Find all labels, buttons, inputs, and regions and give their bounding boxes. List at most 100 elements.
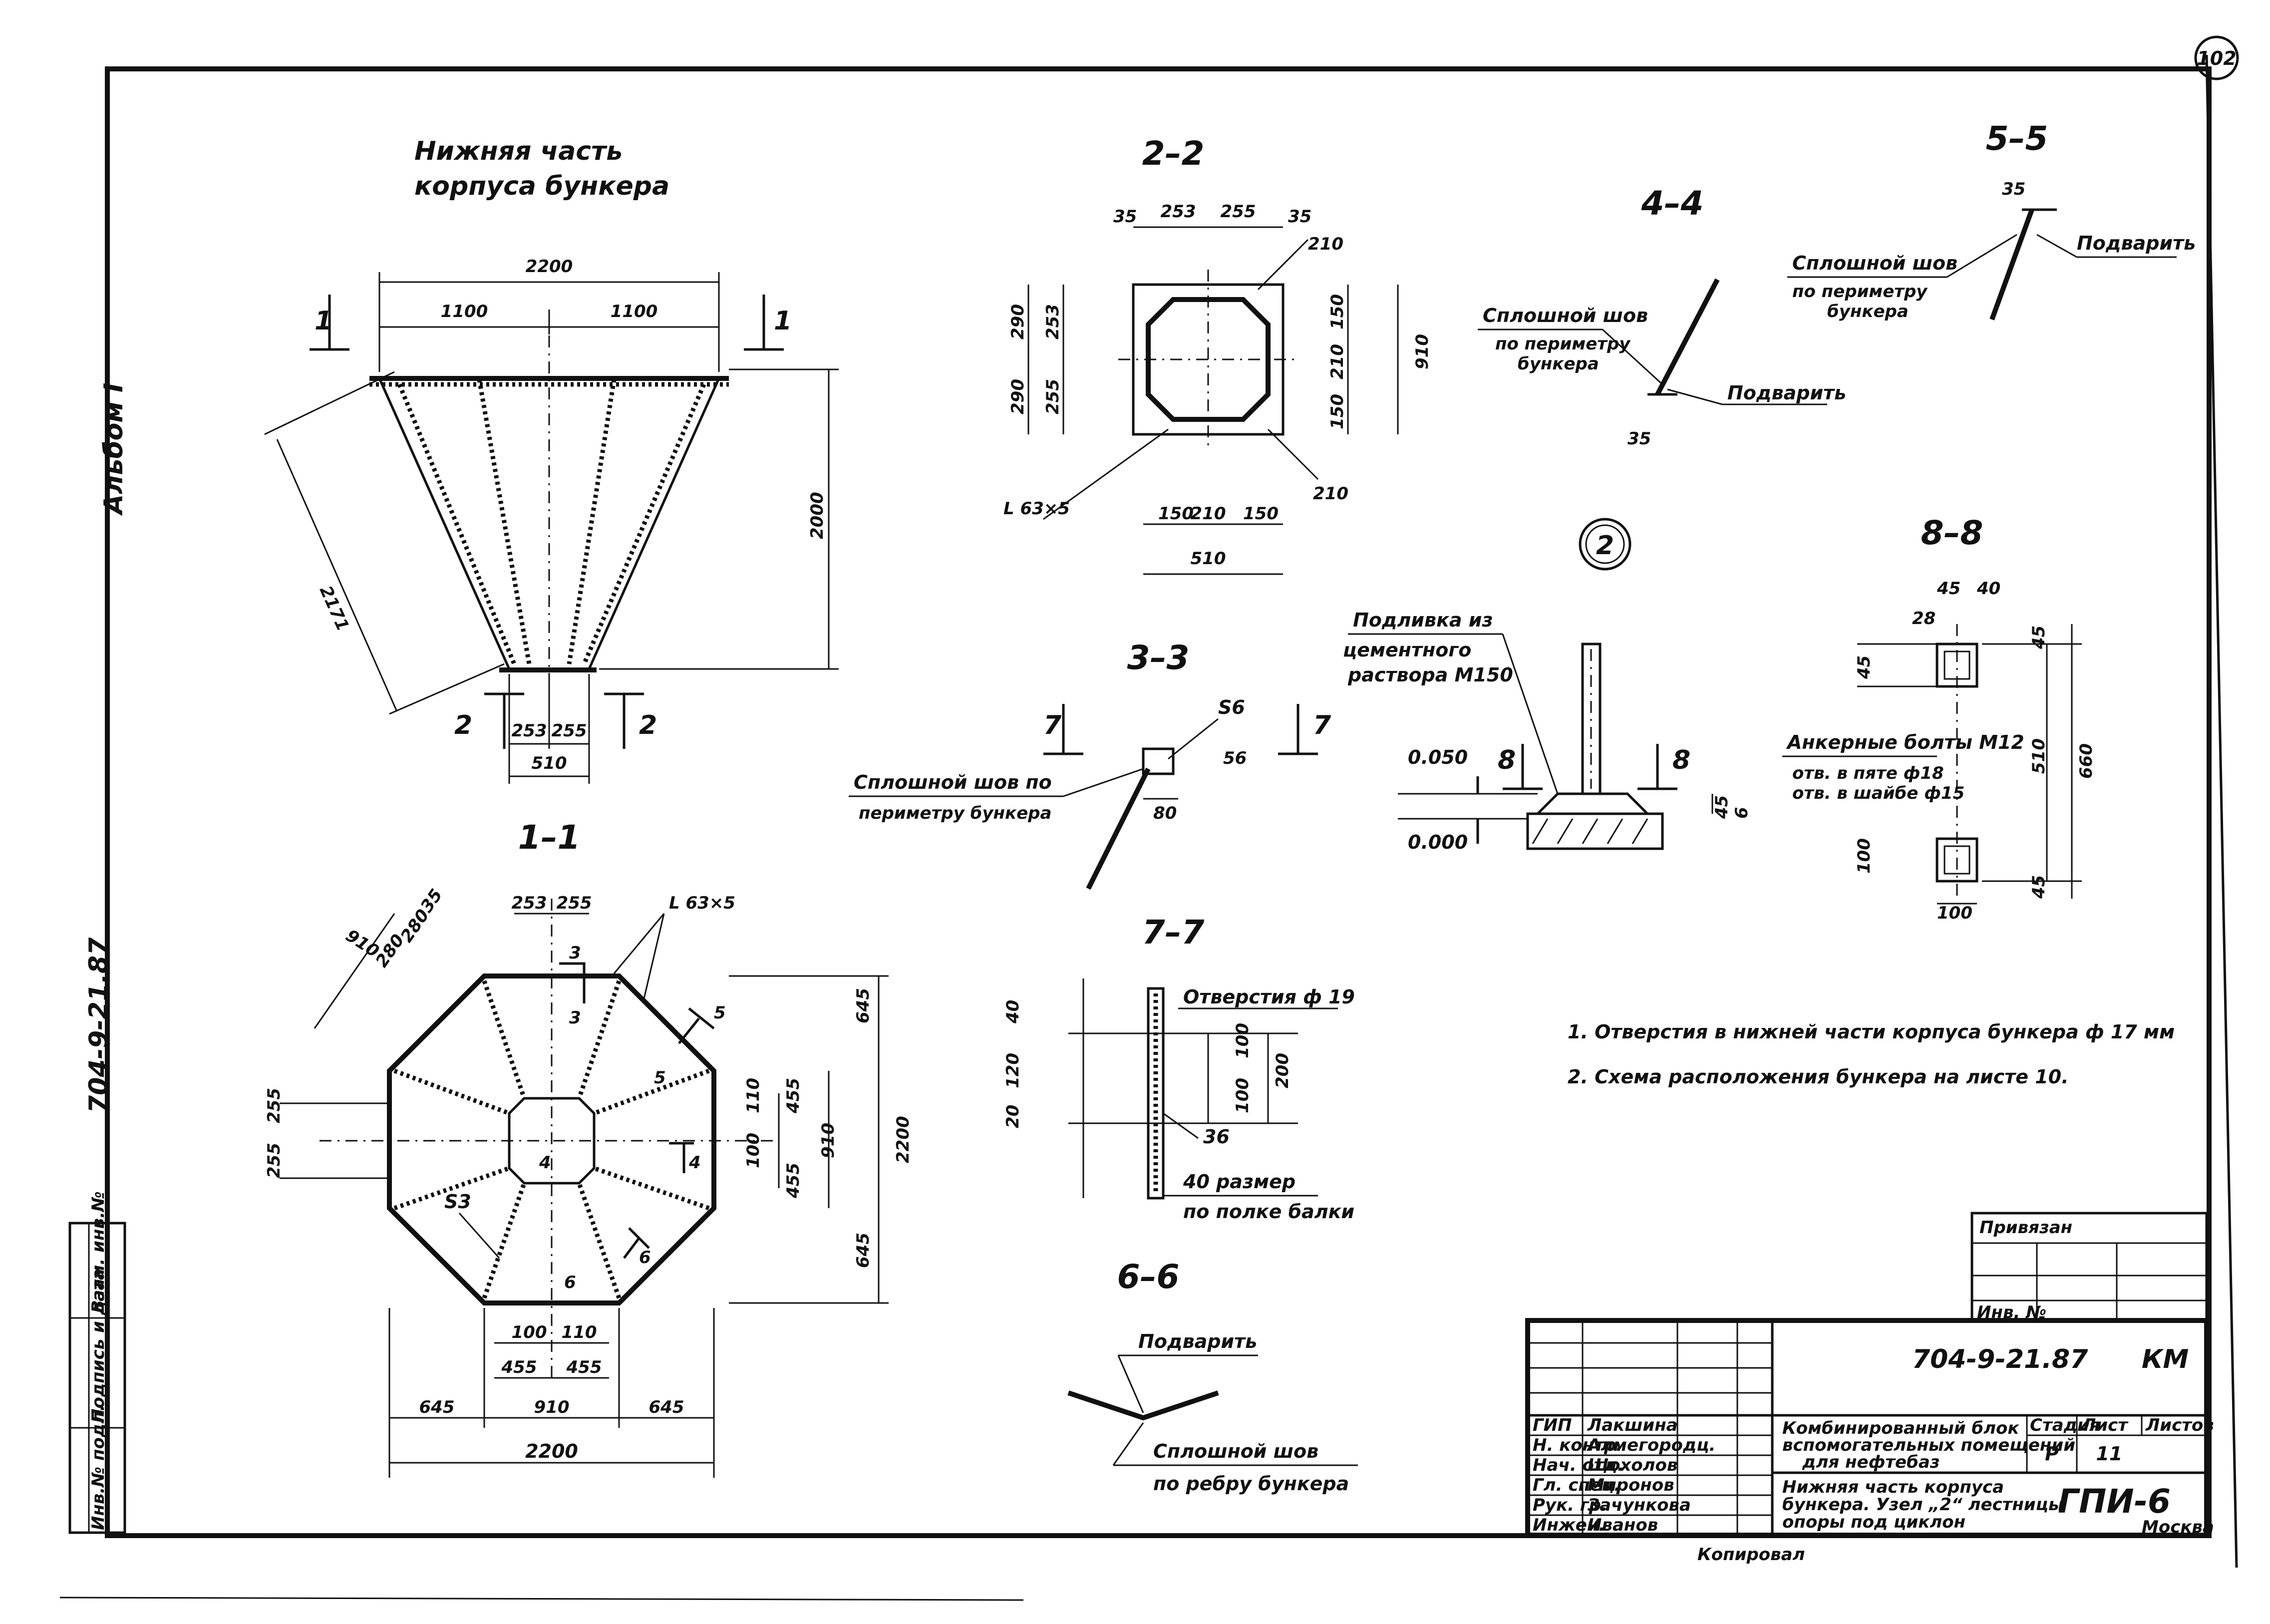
weld-33-line2: периметру бункера bbox=[859, 803, 1051, 823]
weld-s6: S6 bbox=[1218, 696, 1245, 718]
weld-44-line1: Сплошной шов bbox=[1483, 305, 1648, 326]
note-2: 2. Схема расположения бункера на листе 1… bbox=[1568, 1066, 2069, 1088]
dim-22-150-bottom: 150 bbox=[1327, 394, 1347, 429]
dim-11-253: 253 bbox=[512, 893, 547, 913]
stamp-name-6: Иванов bbox=[1588, 1515, 1658, 1535]
section-8-8: 8–8 45 40 28 510 660 45 45 45 100 100 Ан… bbox=[1782, 514, 2096, 923]
album-label: Альбом I bbox=[99, 383, 129, 516]
weld-55-line3: бункера bbox=[1827, 302, 1909, 322]
stamp-project-1: Комбинированный блок bbox=[1782, 1418, 2019, 1438]
anchor-line3: отв. в шайбе ф15 bbox=[1792, 783, 1964, 803]
dim-44-35: 35 bbox=[1627, 429, 1651, 449]
dim-88-100-bot: 100 bbox=[1937, 903, 1972, 923]
stamp-project-3: для нефтебаз bbox=[1802, 1452, 1940, 1472]
stamp-stage-header: Стадия bbox=[2030, 1415, 2100, 1435]
dim-22-210-b: 210 bbox=[1191, 504, 1226, 524]
dim-11-645-bl: 645 bbox=[419, 1397, 455, 1417]
main-title-line1: Нижняя часть bbox=[414, 136, 623, 166]
cut-7-right: 7 bbox=[1313, 710, 1331, 740]
dim-11-255: 255 bbox=[557, 893, 592, 913]
dim-22-35-left: 35 bbox=[1113, 207, 1137, 227]
weld-44-line2: по периметру bbox=[1495, 334, 1631, 354]
stamp-doc-code: 704-9-21.87 bbox=[1912, 1344, 2088, 1374]
dim-slant-2171: 2171 bbox=[316, 583, 353, 634]
section-4-4: 4–4 Сплошной шов по периметру бункера По… bbox=[1478, 184, 1846, 449]
dim-bottom-255: 255 bbox=[552, 721, 587, 741]
grout-line3: раствора М150 bbox=[1347, 664, 1513, 686]
section-6-6: 6–6 Подварить Сплошной шов по ребру бунк… bbox=[1067, 1258, 1358, 1495]
dim-top-1100-right: 1100 bbox=[611, 302, 658, 322]
plan-outlet bbox=[508, 1097, 596, 1185]
angle-label-22: L 63×5 bbox=[1003, 499, 1070, 519]
node-2-circle bbox=[1579, 518, 1631, 571]
stamp-drawing-3: опоры под циклон bbox=[1782, 1512, 1965, 1532]
stamp-city: Москва bbox=[2142, 1517, 2214, 1537]
side-col-3: Инв.№ подл. bbox=[88, 1405, 108, 1530]
cut-6-r: 6 bbox=[639, 1248, 651, 1268]
anchor-line2: отв. в пяте ф18 bbox=[1792, 763, 1944, 783]
dim-11-110-b: 110 bbox=[562, 1322, 597, 1342]
dim-11-2200-r: 2200 bbox=[893, 1116, 913, 1163]
stamp-role-5: Рук. гр. bbox=[1533, 1495, 1608, 1515]
cut-7-left: 7 bbox=[1043, 710, 1062, 740]
hopper-elevation: Нижняя часть корпуса бункера 2200 1100 1… bbox=[264, 136, 839, 784]
dim-11-100-b: 100 bbox=[512, 1322, 547, 1342]
stamp-sheet-header: Лист bbox=[2081, 1415, 2129, 1435]
side-col-2: Подпись и дата bbox=[88, 1269, 108, 1423]
dim-22-150-br: 150 bbox=[1243, 504, 1279, 524]
dim-bottom-253: 253 bbox=[512, 721, 547, 741]
outer-edge-bottom bbox=[59, 1597, 1024, 1601]
dim-88-660: 660 bbox=[2076, 743, 2096, 779]
dim-22-255-side: 255 bbox=[1043, 379, 1063, 414]
dim-22-150-bl: 150 bbox=[1158, 504, 1194, 524]
weld-33-line1: Сплошной шов по bbox=[854, 771, 1052, 793]
stamp-drawing-2: бункера. Узел „2“ лестницы bbox=[1782, 1495, 2064, 1515]
grout-line1: Подливка из bbox=[1353, 609, 1493, 631]
elev-000: 0.000 bbox=[1408, 831, 1468, 853]
cut-3-top: 3 bbox=[569, 943, 581, 963]
size-note-1: 40 размер bbox=[1183, 1171, 1296, 1193]
outer-edge-right bbox=[2205, 54, 2238, 1568]
section-3-3: 3–3 7 7 S6 56 80 Сплошной шов по перимет… bbox=[849, 639, 1331, 890]
dim-bottom-510: 510 bbox=[532, 753, 567, 773]
hole-19: Отверстия ф 19 bbox=[1183, 986, 1355, 1008]
dim-22-290-bottom: 290 bbox=[1008, 379, 1028, 414]
stamp-name-1: Лакшина bbox=[1587, 1415, 1678, 1435]
dim-22-35-right: 35 bbox=[1288, 207, 1311, 227]
stamp-privyazan: Привязан bbox=[1979, 1218, 2072, 1238]
stamp-role-6: Инжен. bbox=[1533, 1515, 1605, 1535]
note-1: 1. Отверстия в нижней части корпуса бунк… bbox=[1568, 1021, 2175, 1043]
dim-55-35: 35 bbox=[2002, 179, 2025, 199]
size-note-2: по полке балки bbox=[1183, 1201, 1354, 1223]
section-7-7: 7–7 200 100 100 40 120 20 Отверстия ф 19… bbox=[1003, 913, 1355, 1223]
stamp-name-4: Миронов bbox=[1588, 1475, 1674, 1495]
section-5-5: 5–5 35 Сплошной шов по периметру бункера… bbox=[1787, 119, 2196, 322]
side-code: 704-9-21.87 bbox=[84, 937, 114, 1113]
section-2-2-octagon bbox=[1146, 297, 1271, 422]
stamp-name-2: Алмегородц. bbox=[1586, 1435, 1715, 1455]
stamp-drawing-1: Нижняя часть корпуса bbox=[1782, 1477, 2004, 1497]
grout-line2: цементного bbox=[1343, 639, 1471, 661]
plan-octagon bbox=[387, 974, 716, 1305]
sheet-frame bbox=[105, 66, 2212, 1538]
weld-s36: 36 bbox=[1203, 1126, 1230, 1148]
side-stamp bbox=[68, 1222, 126, 1534]
section-2-2-title: 2–2 bbox=[1142, 134, 1205, 173]
dim-11-645-rt: 645 bbox=[853, 988, 873, 1023]
cut-4-c: 4 bbox=[539, 1153, 551, 1173]
foundation-node: Подливка из цементного раствора М150 0.0… bbox=[1343, 609, 1752, 853]
dim-22-253: 253 bbox=[1161, 202, 1196, 222]
dim-11-110-r: 110 bbox=[743, 1078, 763, 1113]
stamp-project-2: вспомогательных помещений bbox=[1782, 1435, 2075, 1455]
dim-88-45-bot: 45 bbox=[2029, 875, 2049, 899]
dim-77-100-a: 100 bbox=[1233, 1023, 1253, 1058]
anchor-line1: Анкерные болты М12 bbox=[1786, 731, 2024, 753]
section-2-2: 2–2 35 253 255 35 290 290 253 255 150 21… bbox=[1003, 134, 1432, 575]
sheet-number: 102 bbox=[2197, 47, 2236, 69]
dim-88-510: 510 bbox=[2029, 738, 2049, 774]
dim-22-290-top: 290 bbox=[1008, 304, 1028, 339]
podvarit-66: Подварить bbox=[1138, 1330, 1257, 1352]
cut-6-c: 6 bbox=[564, 1273, 576, 1293]
dim-11-645-br: 645 bbox=[649, 1397, 684, 1417]
